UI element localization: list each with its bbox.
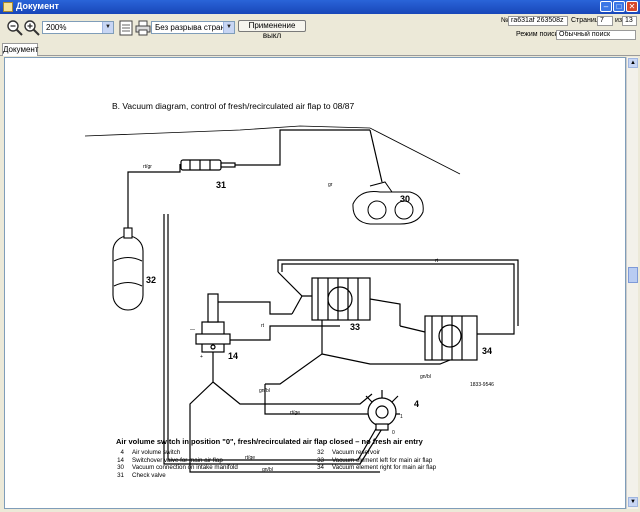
zoom-value: 200% [46, 23, 67, 32]
page-number-field[interactable]: 7 [597, 16, 613, 26]
component-label-4: 4 [414, 399, 420, 409]
switch-position-label: 0 [392, 430, 395, 436]
switch-position-label: 1 [400, 414, 403, 420]
zoom-out-icon[interactable] [6, 19, 24, 37]
scroll-up-arrow-icon[interactable]: ▲ [628, 58, 638, 68]
vacuum-element-right-shape [399, 315, 478, 361]
vacuum-diagram [84, 125, 519, 473]
hose-color-label: gn/bl [420, 374, 431, 380]
figure-code-label: 1833-9546 [470, 382, 494, 388]
window-title: Документ [16, 1, 59, 11]
switchover-valve-shape [195, 293, 231, 353]
search-mode-label: Режим поиска [516, 31, 562, 38]
vertical-scrollbar[interactable]: ▲ ▼ [626, 57, 638, 509]
hose-color-label: rt/ge [245, 455, 256, 461]
hose-color-label: rt/ge [290, 410, 301, 416]
hose-color-label: gr [328, 182, 333, 188]
print-icon[interactable] [134, 19, 152, 37]
hose-color-label: rt [261, 323, 265, 329]
vacuum-element-left-shape [311, 277, 401, 326]
document-heading: B. Vacuum diagram, control of fresh/reci… [112, 101, 355, 111]
component-label-30: 30 [400, 194, 411, 204]
hose-color-label: gn/bl [259, 388, 270, 394]
component-label-34: 34 [482, 346, 493, 356]
chevron-down-icon: ▼ [223, 22, 234, 33]
document-icon [3, 2, 13, 12]
zoom-in-icon[interactable] [23, 19, 41, 37]
chevron-down-icon: ▼ [102, 22, 113, 33]
minimize-button[interactable]: – [600, 1, 612, 12]
tab-document[interactable]: Документ [2, 43, 39, 56]
tab-strip-line [0, 55, 640, 56]
page-total-field: 13 [622, 16, 637, 26]
page-of-label: из [615, 17, 623, 24]
page-label: Страница [571, 17, 603, 24]
intake-manifold-shape [352, 181, 424, 225]
check-valve-shape [180, 159, 236, 171]
component-label-31: 31 [216, 180, 227, 190]
hose-color-label: rt/gr [143, 164, 152, 170]
air-volume-switch-shape [365, 390, 399, 431]
page-break-select[interactable]: Без разрыва страниц ▼ [151, 21, 235, 34]
maximize-button[interactable]: □ [613, 1, 625, 12]
title-bar: Документ – □ ✕ [0, 0, 640, 14]
valve-plus-label: + [200, 354, 203, 360]
document-viewport[interactable]: gr rt/gr rt rt gn/bl gn/bl rt/ge rt/ge g… [4, 57, 626, 509]
scroll-down-arrow-icon[interactable]: ▼ [628, 497, 638, 507]
hose-color-label: gn/bl [262, 467, 273, 473]
component-label-14: 14 [228, 351, 239, 361]
page-break-value: Без разрыва страниц [155, 23, 234, 32]
doc-id-label: № [501, 17, 509, 24]
document-page: gr rt/gr rt rt gn/bl gn/bl rt/ge rt/ge g… [40, 64, 560, 508]
page-layout-icon[interactable] [117, 19, 135, 37]
close-button[interactable]: ✕ [626, 1, 638, 12]
search-mode-select[interactable]: Обычный поиск [556, 30, 636, 40]
hose-color-label: rt [435, 258, 439, 264]
doc-id-field[interactable]: ra631af 263508z [508, 16, 568, 26]
valve-minus-label: — [190, 327, 195, 333]
vacuum-reservoir-shape [112, 227, 144, 311]
apply-toggle-button[interactable]: Применение выкл [238, 20, 306, 40]
zoom-select[interactable]: 200% ▼ [42, 21, 114, 34]
scrollbar-thumb[interactable] [628, 267, 638, 283]
component-label-33: 33 [350, 322, 361, 332]
figure-caption: Air volume switch in position "0", fresh… [116, 437, 423, 446]
component-label-32: 32 [146, 275, 157, 285]
